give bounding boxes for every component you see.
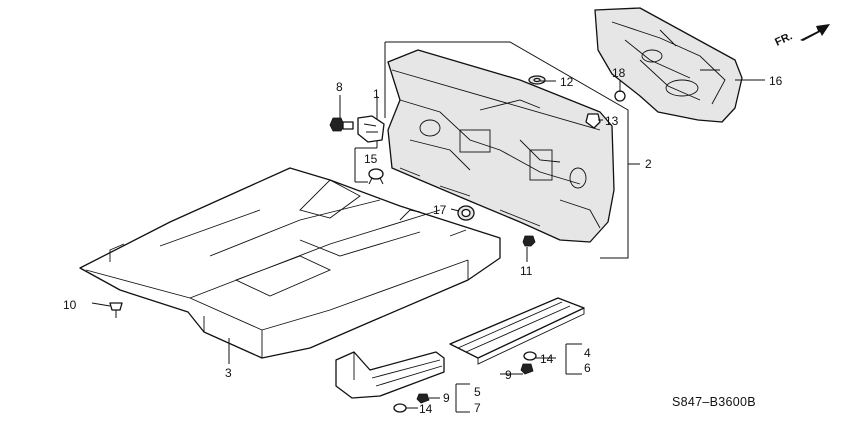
clip-11 bbox=[522, 235, 536, 247]
grommet-12 bbox=[528, 75, 546, 85]
callout-14a: 14 bbox=[540, 352, 554, 366]
callout-1: 1 bbox=[373, 87, 380, 101]
clip-14-left bbox=[393, 403, 407, 413]
part-2-bracket bbox=[384, 41, 640, 259]
callout-18: 18 bbox=[612, 66, 626, 80]
callout-3: 3 bbox=[225, 366, 232, 380]
callout-4: 4 bbox=[584, 346, 591, 360]
clip-14-right bbox=[523, 351, 537, 361]
floor-carpet bbox=[79, 167, 501, 359]
callout-17: 17 bbox=[433, 203, 447, 217]
side-sill-trim-right bbox=[449, 297, 585, 365]
clip-9-right bbox=[520, 363, 534, 375]
callout-5: 5 bbox=[474, 385, 481, 399]
callout-15: 15 bbox=[364, 152, 378, 166]
clip-18 bbox=[614, 90, 626, 102]
callout-11: 11 bbox=[520, 264, 533, 278]
leader-lines bbox=[91, 79, 765, 413]
callout-16: 16 bbox=[769, 74, 783, 88]
callout-12: 12 bbox=[560, 75, 574, 89]
callout-14b: 14 bbox=[419, 402, 433, 416]
fastener-8 bbox=[329, 117, 354, 132]
callout-9b: 9 bbox=[505, 368, 512, 382]
front-direction-label: FR. bbox=[773, 30, 794, 48]
diagram-code: S847–B3600B bbox=[672, 395, 756, 409]
front-arrow-icon bbox=[800, 24, 830, 41]
callout-9a: 9 bbox=[443, 391, 450, 405]
dash-insulator-outer-panel bbox=[594, 7, 743, 123]
front-direction-indicator: FR. bbox=[773, 24, 830, 49]
callout-2: 2 bbox=[645, 157, 652, 171]
clip-13 bbox=[585, 113, 601, 129]
dashboard-insulator bbox=[387, 49, 615, 243]
callout-13: 13 bbox=[605, 114, 619, 128]
callout-8: 8 bbox=[336, 80, 343, 94]
side-sill-trim-left bbox=[335, 351, 445, 399]
clip-9-left bbox=[416, 393, 430, 404]
clip-15 bbox=[368, 168, 384, 185]
callout-10: 10 bbox=[63, 298, 77, 312]
bracket-1 bbox=[357, 115, 385, 143]
callout-7: 7 bbox=[474, 401, 481, 415]
callout-6: 6 bbox=[584, 361, 591, 375]
clip-10 bbox=[109, 302, 123, 318]
callout-labels: 1 2 3 4 5 6 7 8 9 9 10 11 12 13 14 14 15… bbox=[63, 66, 783, 416]
plug-17 bbox=[457, 205, 475, 221]
